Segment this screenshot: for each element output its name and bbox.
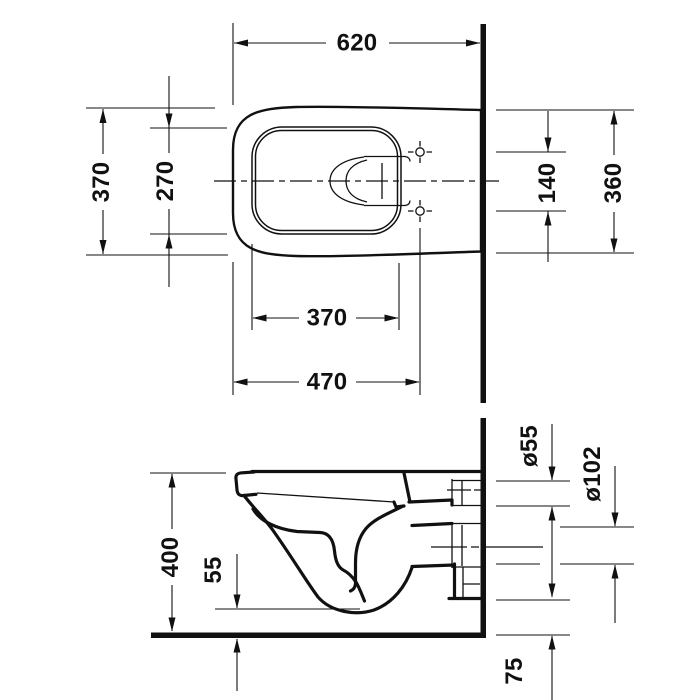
arrowhead [165, 234, 173, 249]
arrowhead [384, 314, 399, 322]
plan-view [214, 105, 499, 258]
dim-label-370-width: 370 [88, 162, 115, 203]
dim-fixing-hole-spacing: 140 [496, 111, 566, 262]
arrowhead [544, 137, 552, 152]
section-dimensions: 400 55 ø55 ø102 [150, 424, 634, 700]
dim-total-depth: 620 [232, 23, 480, 105]
dim-label-270: 270 [152, 161, 179, 202]
arrowhead [234, 39, 248, 47]
dim-overall-width: 370 [86, 107, 228, 256]
section-view [234, 469, 553, 615]
dim-label-75: 75 [501, 657, 528, 684]
plan-dimensions: 620 370 270 140 [86, 23, 634, 396]
dim-front-to-holes: 470 [232, 228, 421, 396]
arrowhead [233, 594, 241, 609]
arrowhead [544, 211, 552, 226]
section-bowl-inner [251, 507, 367, 603]
dim-outlet-offset: 75 [496, 583, 570, 700]
wall-line-plan [480, 24, 486, 403]
section-trap-curve [348, 504, 405, 593]
arrowhead [99, 240, 107, 254]
section-inlet-pipe [402, 471, 500, 507]
arrowhead [168, 473, 176, 488]
dim-label-inlet: ø55 [516, 425, 543, 467]
dim-label-140: 140 [534, 163, 561, 204]
arrowhead [548, 466, 556, 481]
fixing-hole-marker-top [408, 141, 432, 163]
arrowhead [548, 506, 556, 521]
dim-outlet-diameter: ø102 [496, 446, 634, 623]
dim-label-55: 55 [200, 556, 227, 583]
arrowhead [168, 617, 176, 632]
dim-label-620: 620 [337, 30, 378, 57]
dim-inner-rim-length: 370 [251, 244, 400, 332]
dim-inner-rim-width: 270 [150, 76, 227, 287]
dim-label-370-length: 370 [307, 305, 348, 332]
wall-line-section [480, 418, 486, 638]
arrowhead [610, 238, 618, 253]
dim-label-470: 470 [307, 369, 348, 396]
arrowhead [99, 109, 107, 123]
floor-line [151, 632, 486, 638]
arrowhead [252, 314, 267, 322]
arrowhead [233, 638, 241, 653]
section-seat-line [256, 492, 395, 503]
arrowhead [611, 564, 619, 579]
arrowhead [405, 378, 420, 386]
dim-label-400: 400 [157, 537, 184, 578]
arrowhead [548, 635, 556, 650]
dim-label-outlet: ø102 [579, 446, 606, 502]
dim-rim-height: 400 [150, 472, 226, 632]
arrowhead [233, 378, 248, 386]
section-front-rim [234, 470, 258, 498]
arrowhead [610, 110, 618, 125]
dim-floor-clearance: 55 [200, 554, 360, 691]
dim-inlet-diameter: ø55 [496, 424, 570, 597]
arrowhead [548, 583, 556, 598]
fixing-hole-marker-bottom [408, 200, 432, 222]
dim-rear-width: 360 [496, 109, 634, 254]
section-outlet-pipe [410, 521, 553, 601]
dim-label-360: 360 [600, 163, 627, 204]
arrowhead [165, 113, 173, 128]
arrowhead [466, 39, 480, 47]
arrowhead [611, 512, 619, 527]
